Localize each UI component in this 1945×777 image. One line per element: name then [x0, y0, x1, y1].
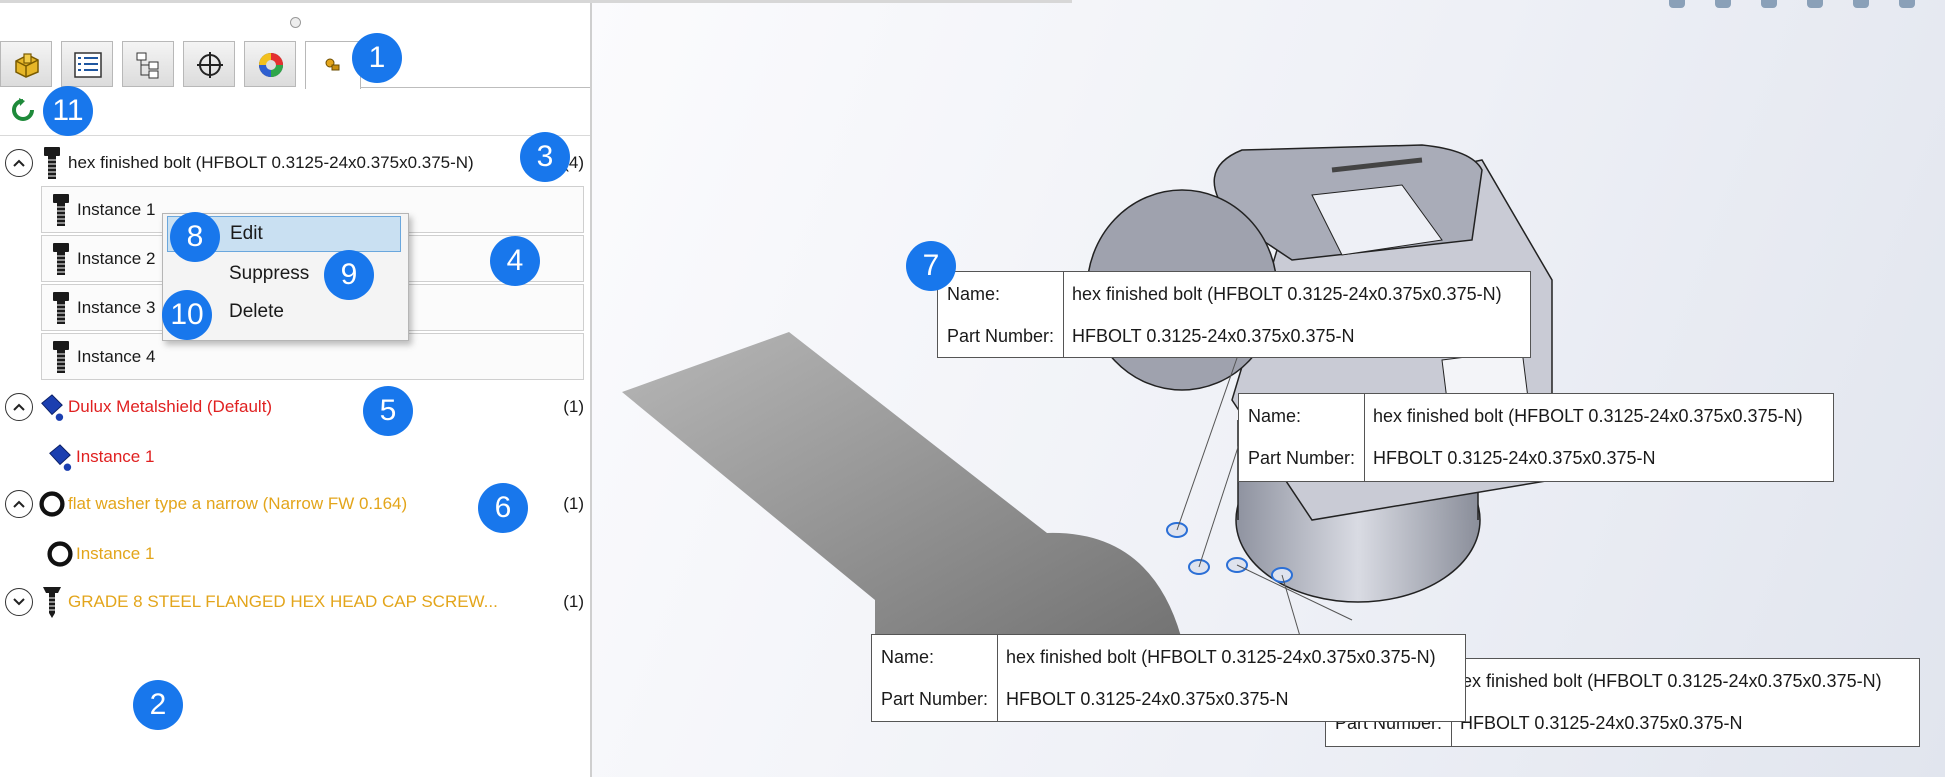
callout-part-value: HFBOLT 0.3125-24x0.375x0.375-N: [1373, 448, 1656, 468]
component-instance-row[interactable]: Instance 1: [41, 530, 584, 577]
part-icon: [15, 53, 39, 78]
tab-feature-manager[interactable]: [0, 41, 52, 87]
expand-icon[interactable]: [5, 588, 33, 616]
washer-icon: [47, 537, 73, 571]
bolt-icon: [48, 291, 74, 325]
callout-label-column: [938, 272, 1064, 357]
instance-label: Instance 1: [76, 446, 155, 466]
planar-surface: [622, 332, 1182, 640]
annotation-badge-7: 7: [906, 241, 956, 291]
component-group-name: hex finished bolt (HFBOLT 0.3125-24x0.37…: [68, 153, 474, 172]
callout-name-label: Name:: [1248, 406, 1302, 426]
menu-item-delete[interactable]: Delete: [167, 294, 401, 330]
callout-label-column: [872, 635, 998, 721]
callout-name-value: hex finished bolt (HFBOLT 0.3125-24x0.37…: [1373, 406, 1803, 426]
view-toolbar: [1669, 0, 1915, 10]
panel-separator: [0, 135, 590, 136]
callout-label-column: [1239, 394, 1365, 481]
view-tool-icon[interactable]: [1669, 0, 1685, 8]
annotation-badge-4: 4: [490, 236, 540, 286]
smart-components-panel: hex finished bolt (HFBOLT 0.3125-24x0.37…: [0, 0, 592, 777]
annotation-badge-6: 6: [478, 483, 528, 533]
callout-part-value: HFBOLT 0.3125-24x0.375x0.375-N: [1072, 326, 1355, 346]
part-callout[interactable]: Name: Part Number: hex finished bolt (HFBO…: [937, 271, 1531, 358]
annotation-badge-10: 10: [162, 290, 212, 340]
callout-part-value: HFBOLT 0.3125-24x0.375x0.375-N: [1006, 689, 1289, 709]
tab-bar-baseline: [360, 87, 590, 88]
smart-components-icon: [325, 58, 340, 71]
component-group-name: GRADE 8 STEEL FLANGED HEX HEAD CAP SCREW…: [68, 592, 498, 611]
part-callout[interactable]: Name: Part Number: hex finished bolt (HFBO…: [1238, 393, 1834, 482]
part-callout[interactable]: Name: Part Number: hex finished bolt (HFBO…: [871, 634, 1466, 722]
view-tool-icon[interactable]: [1807, 0, 1823, 8]
instance-label: Instance 1: [77, 199, 156, 219]
tab-display-manager[interactable]: [244, 41, 296, 87]
paint-bucket-icon: [39, 390, 65, 424]
bolt-icon: [48, 340, 74, 374]
view-tool-icon[interactable]: [1899, 0, 1915, 8]
callout-part-label: Part Number:: [881, 689, 989, 709]
component-group-header[interactable]: Dulux Metalshield (Default) (1): [5, 387, 588, 427]
washer-icon: [39, 487, 65, 521]
instance-label: Instance 2: [77, 248, 156, 268]
annotation-badge-11: 11: [43, 86, 93, 136]
tab-dimxpert[interactable]: [183, 41, 235, 87]
refresh-icon[interactable]: [10, 97, 36, 123]
component-count: (1): [563, 494, 584, 513]
appearance-icon: [259, 53, 283, 77]
tab-configuration-manager[interactable]: [122, 41, 174, 87]
panel-tab-bar: [0, 41, 590, 89]
panel-resize-grip[interactable]: [290, 17, 301, 28]
bolt-icon: [48, 193, 74, 227]
tab-smart-components[interactable]: [305, 41, 361, 89]
view-tool-icon[interactable]: [1853, 0, 1869, 8]
menu-item-suppress-label: Suppress: [229, 263, 310, 284]
instance-label: Instance 1: [76, 543, 155, 563]
menu-item-edit-label: Edit: [230, 223, 263, 244]
component-group-header[interactable]: GRADE 8 STEEL FLANGED HEX HEAD CAP SCREW…: [5, 582, 588, 622]
bolt-icon: [48, 242, 74, 276]
config-tree-icon: [136, 52, 159, 79]
callout-name-label: Name:: [947, 284, 1001, 304]
bolt-icon: [39, 146, 65, 180]
callout-name-label: Name:: [881, 647, 935, 667]
callout-name-value: hex finished bolt (HFBOLT 0.3125-24x0.37…: [1006, 647, 1436, 667]
collapse-icon[interactable]: [5, 149, 33, 177]
component-group-header[interactable]: flat washer type a narrow (Narrow FW 0.1…: [5, 484, 588, 524]
component-group-name: Dulux Metalshield (Default): [68, 397, 273, 416]
annotation-badge-2: 2: [133, 680, 183, 730]
target-icon: [197, 52, 223, 78]
tab-property-manager[interactable]: [61, 41, 113, 87]
component-group-header[interactable]: hex finished bolt (HFBOLT 0.3125-24x0.37…: [5, 143, 588, 183]
screw-icon: [39, 585, 65, 619]
property-list-icon: [74, 52, 102, 78]
annotation-badge-1: 1: [352, 33, 402, 83]
view-tool-icon[interactable]: [1715, 0, 1731, 8]
instance-label: Instance 3: [77, 297, 156, 317]
window-top-border: [0, 0, 1072, 3]
annotation-badge-5: 5: [363, 386, 413, 436]
callout-name-value: hex finished bolt (HFBOLT 0.3125-24x0.37…: [1072, 284, 1502, 304]
component-instance-row[interactable]: Instance 1: [41, 433, 584, 480]
component-count: (1): [563, 592, 584, 611]
annotation-badge-8: 8: [170, 212, 220, 262]
callout-part-label: Part Number:: [1248, 448, 1356, 468]
component-count: (1): [563, 397, 584, 416]
annotation-badge-3: 3: [520, 132, 570, 182]
paint-bucket-icon: [47, 440, 73, 474]
menu-item-suppress[interactable]: Suppress: [167, 256, 401, 292]
view-tool-icon[interactable]: [1761, 0, 1777, 8]
menu-item-delete-label: Delete: [229, 301, 284, 322]
annotation-badge-9: 9: [324, 250, 374, 300]
callout-part-label: Part Number:: [947, 326, 1055, 346]
callout-part-value: HFBOLT 0.3125-24x0.375x0.375-N: [1460, 713, 1743, 733]
component-group-name: flat washer type a narrow (Narrow FW 0.1…: [68, 494, 408, 513]
instance-label: Instance 4: [77, 346, 156, 366]
collapse-icon[interactable]: [5, 490, 33, 518]
callout-name-value: ex finished bolt (HFBOLT 0.3125-24x0.375…: [1462, 671, 1882, 691]
collapse-icon[interactable]: [5, 393, 33, 421]
